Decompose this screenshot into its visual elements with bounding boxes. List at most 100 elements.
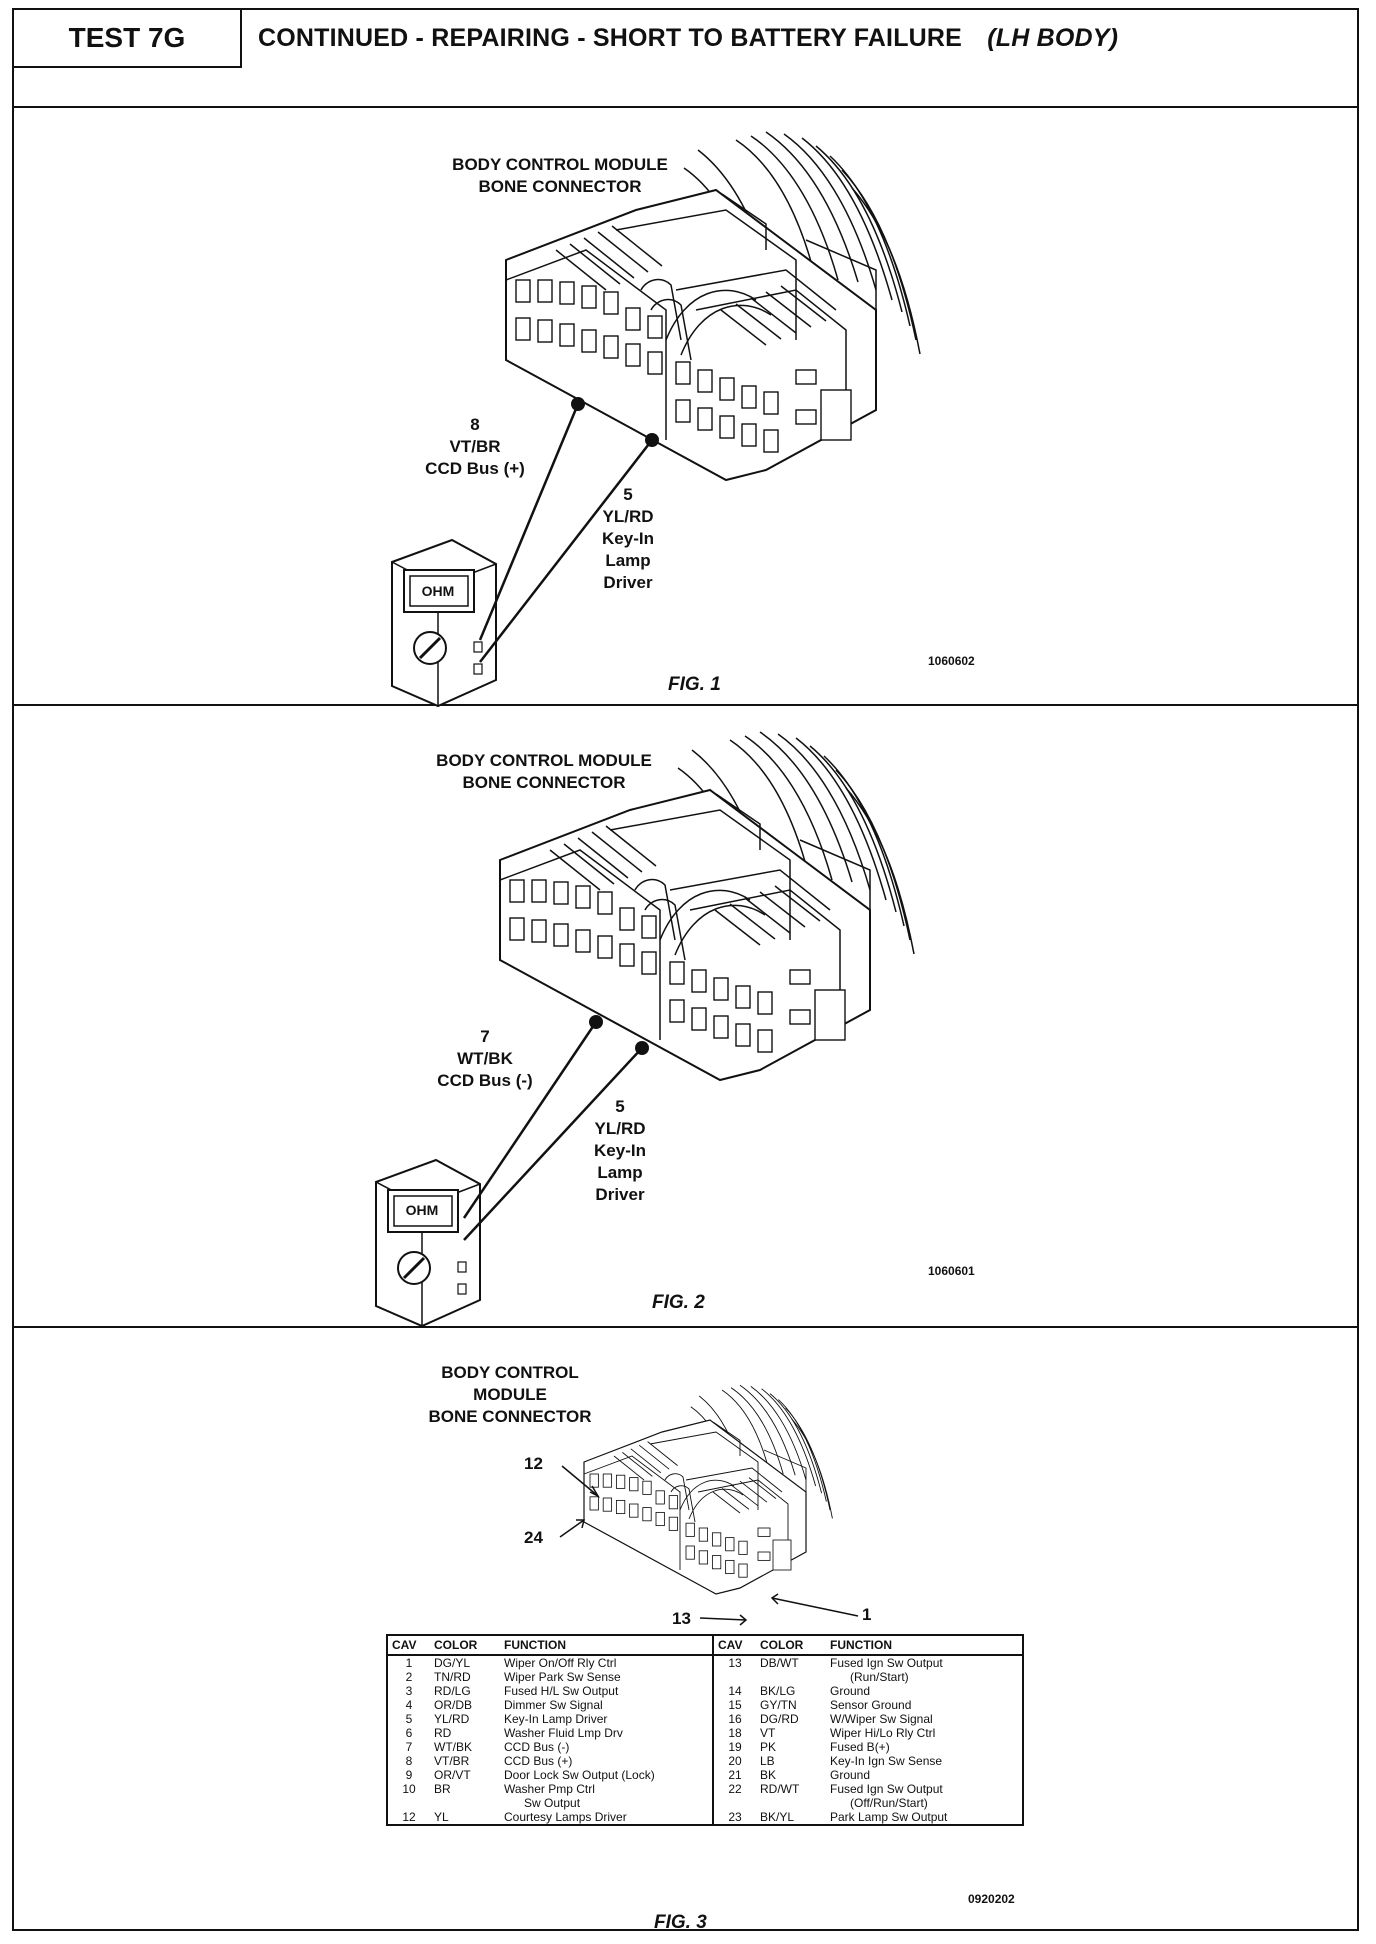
cav-cell: 12 <box>402 1810 416 1824</box>
cav-cell: 23 <box>712 1810 756 1825</box>
color-cell: PK <box>760 1740 777 1754</box>
fig1-title-line2: BONE CONNECTOR <box>478 177 642 196</box>
function-cell: Park Lamp Sw Output <box>830 1810 948 1824</box>
fig1-pin-a-color: VT/BR <box>449 437 501 456</box>
fig1-caption: FIG. 1 <box>668 674 721 695</box>
fig3-pin-leaders <box>559 1465 859 1626</box>
color-cell: VT <box>760 1726 776 1740</box>
col-cav-2: CAV <box>712 1635 756 1656</box>
cav-cell: 18 <box>712 1726 756 1740</box>
cav-cell <box>387 1796 430 1810</box>
function-cell: Ground <box>830 1768 871 1782</box>
color-cell: BK/YL <box>760 1810 795 1824</box>
fig2-pin-b-function-1: Key-In <box>594 1141 646 1160</box>
table-row: 5 YL/RD Key-In Lamp Driver 16 DG/RD W/Wiper S… <box>387 1712 1023 1726</box>
function-cell: CCD Bus (-) <box>504 1740 570 1754</box>
cav-cell: 14 <box>712 1684 756 1698</box>
cav-cell: 4 <box>405 1698 413 1712</box>
cav-cell: 5 <box>405 1712 413 1726</box>
fig1-pin-a-cav: 8 <box>470 415 480 434</box>
test-label: TEST 7G <box>14 10 242 68</box>
fig3-pin-1-label: 1 <box>862 1605 872 1624</box>
col-cav: CAV <box>387 1635 430 1656</box>
cav-cell: 8 <box>405 1754 413 1768</box>
fig3-image-number: 0920202 <box>968 1892 1015 1906</box>
fig3-title-line3: BONE CONNECTOR <box>428 1407 592 1426</box>
cav-cell: 19 <box>712 1740 756 1754</box>
function-cell: W/Wiper Sw Signal <box>830 1712 933 1726</box>
figure-1-ohmmeter <box>390 538 498 708</box>
fig2-pin-a-function: CCD Bus (-) <box>437 1071 533 1090</box>
color-cell: DB/WT <box>760 1656 799 1670</box>
color-cell: YL/RD <box>434 1712 470 1726</box>
color-cell: WT/BK <box>434 1740 472 1754</box>
cav-cell: 1 <box>405 1656 413 1670</box>
fig1-pin-a-label: 8 VT/BR CCD Bus (+) <box>410 414 540 480</box>
color-cell: GY/TN <box>760 1698 797 1712</box>
fig3-title-line2: MODULE <box>473 1385 547 1404</box>
color-cell: OR/DB <box>434 1698 473 1712</box>
fig1-pin-a-function: CCD Bus (+) <box>425 459 525 478</box>
cav-cell: 6 <box>405 1726 413 1740</box>
fig1-connector-title: BODY CONTROL MODULE BONE CONNECTOR <box>430 154 690 198</box>
fig1-pin-b-function-2: Lamp <box>605 551 651 570</box>
function-cell: Fused B(+) <box>830 1740 890 1754</box>
cav-cell: 13 <box>712 1655 756 1670</box>
function-cell: Ground <box>830 1684 871 1698</box>
col-function-2: FUNCTION <box>826 1635 1023 1656</box>
cavity-table-header: CAV COLOR FUNCTION CAV COLOR FUNCTION <box>387 1635 1023 1656</box>
figure-3-connector-drawing <box>583 1384 834 1595</box>
fig2-connector-title: BODY CONTROL MODULE BONE CONNECTOR <box>414 750 674 794</box>
cav-cell: 3 <box>405 1684 413 1698</box>
function-cell: Courtesy Lamps Driver <box>504 1810 627 1824</box>
fig1-test-lead-a <box>478 403 580 641</box>
fig3-caption: FIG. 3 <box>654 1912 707 1933</box>
function-cell: Key-In Lamp Driver <box>504 1712 608 1726</box>
fig3-title-line1: BODY CONTROL <box>441 1363 579 1382</box>
figure-1-panel <box>14 106 1357 706</box>
fig2-test-lead-a <box>462 1021 598 1219</box>
fig1-test-lead-b <box>479 439 653 663</box>
figure-2-ohmmeter <box>374 1158 482 1328</box>
fig2-pin-b-function-3: Driver <box>595 1185 645 1204</box>
fig1-title-line1: BODY CONTROL MODULE <box>452 155 668 174</box>
cav-cell: 22 <box>712 1782 756 1796</box>
function-cell: Fused Ign Sw Output <box>830 1656 943 1670</box>
fig1-image-number: 1060602 <box>928 654 975 668</box>
color-cell <box>756 1796 826 1810</box>
color-cell: BK/LG <box>760 1684 796 1698</box>
function-cell: Fused Ign Sw Output <box>830 1782 943 1796</box>
color-cell: BK <box>760 1768 777 1782</box>
cav-cell: 16 <box>712 1712 756 1726</box>
fig2-image-number: 1060601 <box>928 1264 975 1278</box>
fig2-pin-b-function-2: Lamp <box>597 1163 643 1182</box>
fig1-meter-display: OHM <box>421 583 455 599</box>
page-frame: TEST 7G CONTINUED - REPAIRING - SHORT TO… <box>12 8 1359 1931</box>
color-cell: OR/VT <box>434 1768 471 1782</box>
fig2-test-lead-b <box>463 1047 643 1241</box>
function-cell: Key-In Ign Sw Sense <box>830 1754 943 1768</box>
function-cell: Sw Output <box>524 1796 581 1810</box>
function-cell: Washer Fluid Lmp Drv <box>504 1726 623 1740</box>
color-cell: DG/RD <box>760 1712 799 1726</box>
color-cell <box>430 1796 500 1810</box>
fig2-title-line2: BONE CONNECTOR <box>462 773 626 792</box>
cav-cell <box>712 1796 756 1810</box>
function-cell: CCD Bus (+) <box>504 1754 573 1768</box>
fig2-pin-b-color: YL/RD <box>594 1119 646 1138</box>
color-cell: BR <box>434 1782 451 1796</box>
fig3-pin-12-label: 12 <box>524 1454 543 1473</box>
fig1-pin-b-function-1: Key-In <box>602 529 654 548</box>
color-cell: RD/WT <box>760 1782 800 1796</box>
fig3-pin-24-label: 24 <box>524 1528 543 1547</box>
col-function: FUNCTION <box>500 1635 713 1656</box>
